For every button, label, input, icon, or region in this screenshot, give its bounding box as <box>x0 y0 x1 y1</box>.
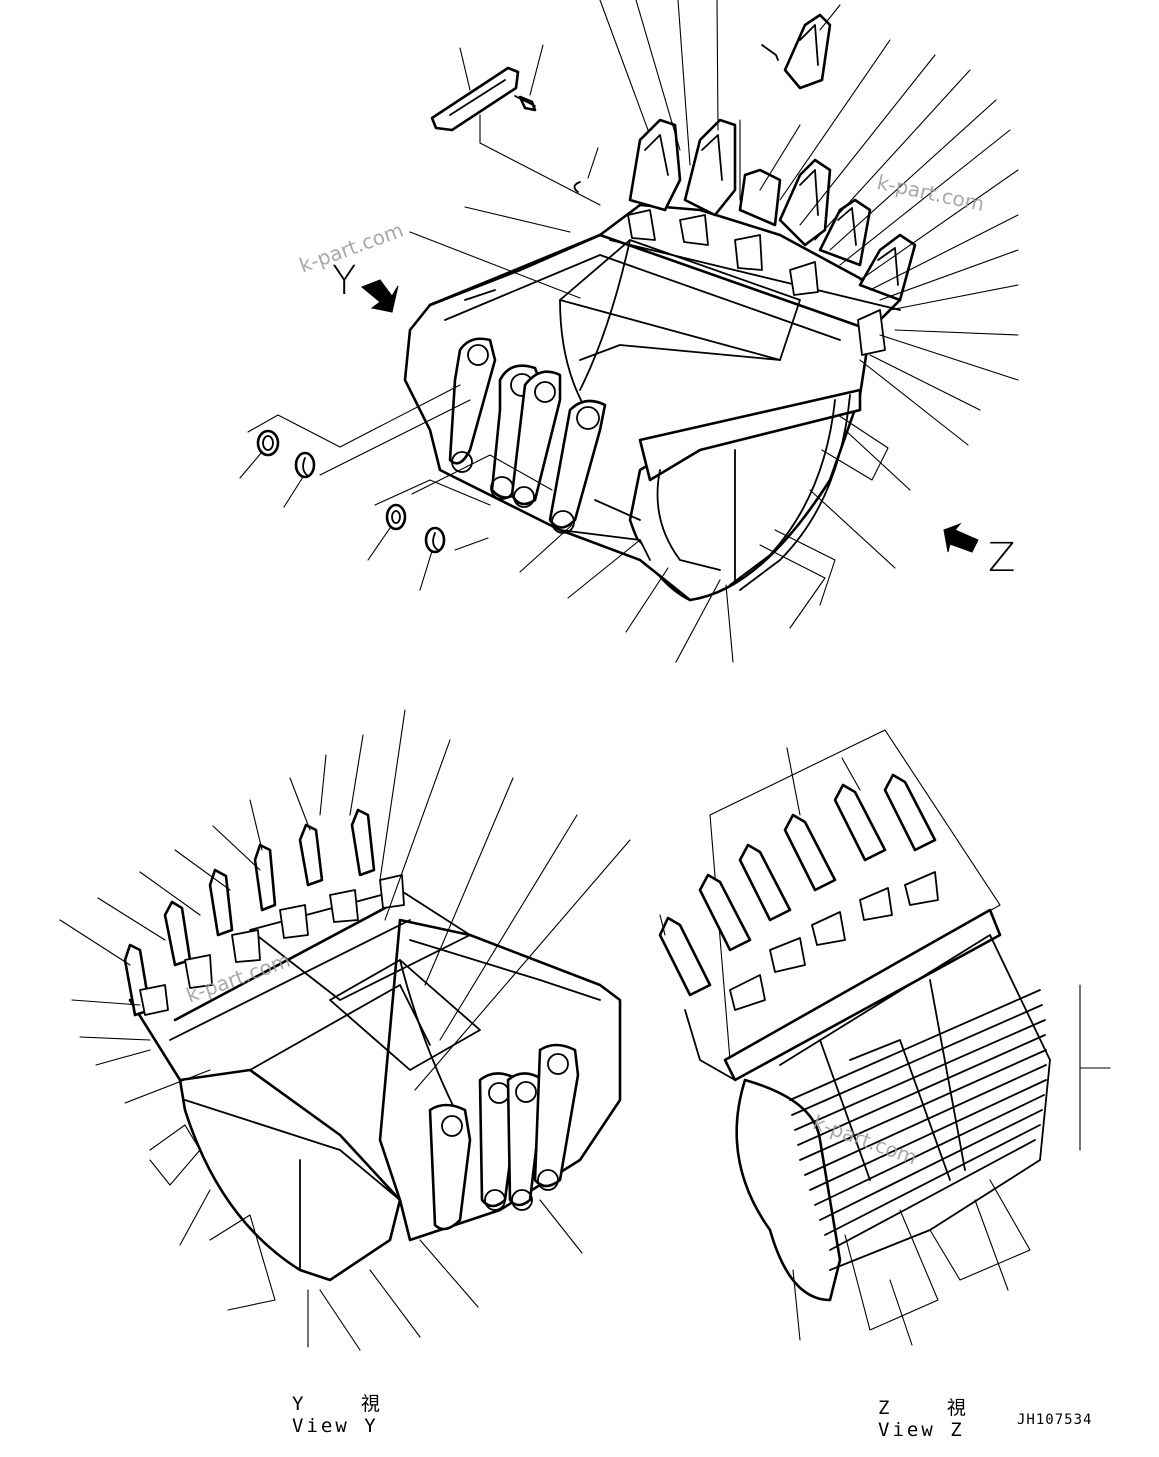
grid-bars-view-z <box>789 989 1047 1251</box>
document-number: JH107534 <box>1017 1412 1093 1428</box>
hinge-bracket-group <box>448 337 607 534</box>
leader-lines-view-z <box>659 747 1111 1346</box>
main-bucket-view <box>239 0 1019 663</box>
view-z-caption: Z 視 View Z <box>878 1397 969 1441</box>
view-y-drawing <box>59 709 631 1351</box>
leader-lines-main <box>239 0 1019 663</box>
view-y-caption-en: View Y <box>292 1415 379 1437</box>
view-z-drawing <box>658 729 1111 1346</box>
view-z-marker: Z <box>988 535 1016 581</box>
leader-lines-view-y <box>59 709 631 1351</box>
view-y-marker: Y <box>332 258 357 304</box>
view-z-caption-en: View Z <box>878 1419 965 1441</box>
view-z-caption-jp: Z 視 <box>878 1397 969 1419</box>
view-y-caption: Y 視 View Y <box>292 1393 383 1437</box>
teeth-row-main <box>598 118 917 356</box>
bushings <box>256 429 446 554</box>
view-y-arrow-icon <box>361 279 399 313</box>
teeth-row-z <box>658 773 939 1081</box>
view-y-caption-jp: Y 視 <box>292 1393 383 1415</box>
teeth-row-y <box>123 808 405 1017</box>
view-z-arrow-icon <box>943 522 979 553</box>
